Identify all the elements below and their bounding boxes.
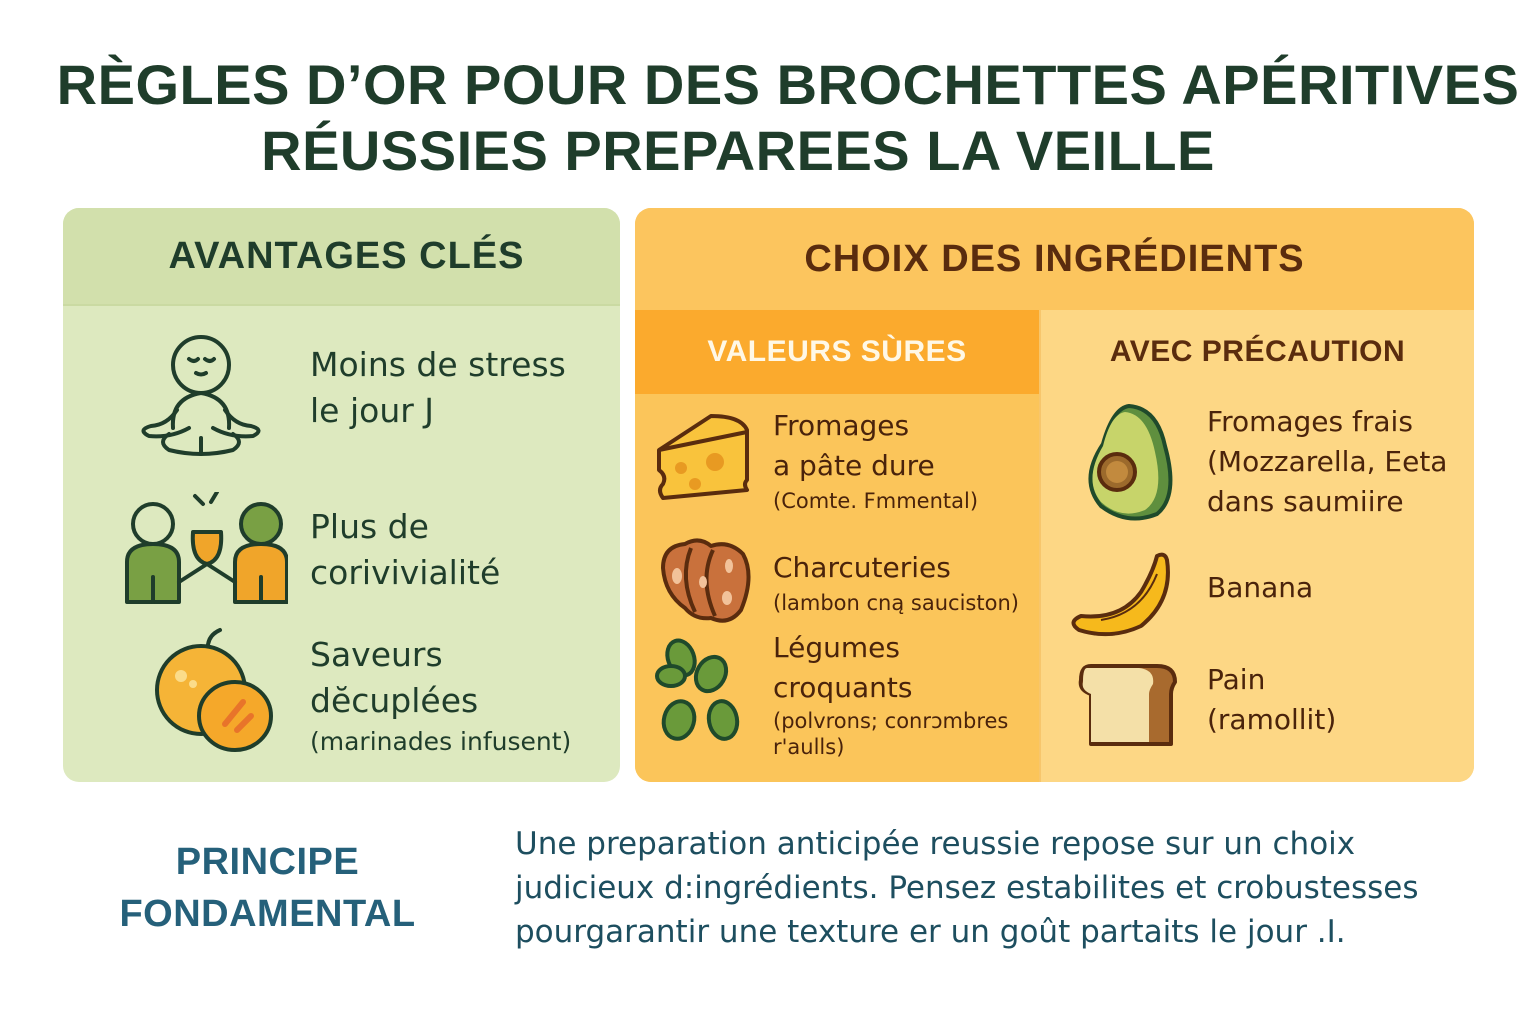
safe-column: VALEURS SÙRES Fromages a pâte dure (Comt… bbox=[635, 310, 1039, 782]
vegetables-icon bbox=[655, 638, 740, 741]
advantage-title-line: dĕcuplées bbox=[310, 681, 479, 720]
advantage-title-line: Plus de bbox=[310, 507, 429, 546]
ingredient-title-line: Pain bbox=[1207, 663, 1266, 696]
toast-friends-icon bbox=[125, 492, 288, 604]
principle-text-line: judicieux d:ingrédients. Pensez estabili… bbox=[515, 870, 1419, 906]
ingredient-title-line: (ramollit) bbox=[1207, 703, 1337, 736]
citrus-fruit-icon bbox=[155, 628, 273, 752]
caution-column: AVEC PRÉCAUTION Fromages frais (Mozzarel… bbox=[1039, 310, 1474, 782]
ingredient-title-line: Banana bbox=[1207, 571, 1314, 604]
ingredient-title-line: croquants bbox=[773, 671, 913, 704]
ingredient-title-line: Charcuteries bbox=[773, 551, 951, 584]
principle-label-line: FONDAMENTAL bbox=[119, 893, 416, 935]
ingredient-title-line: dans saumiire bbox=[1207, 485, 1404, 518]
ingredient-title-line: a pâte dure bbox=[773, 449, 935, 482]
advantages-heading: AVANTAGES CLÉS bbox=[63, 208, 620, 306]
ingredient-examples: r'aulls) bbox=[773, 735, 845, 759]
advantage-title-line: Moins de stress bbox=[310, 345, 566, 384]
advantage-title-line: le jour J bbox=[310, 391, 435, 430]
ingredients-heading: CHOIX DES INGRÉDIENTS bbox=[635, 208, 1474, 310]
safe-heading: VALEURS SÙRES bbox=[635, 310, 1039, 394]
ingredients-panel: CHOIX DES INGRÉDIENTS VALEURS SÙRES From… bbox=[635, 208, 1474, 782]
ingredient-examples: (polvrons; conrɔmbres bbox=[773, 709, 1009, 733]
advantages-panel: AVANTAGES CLÉS Moins de stress le jour J bbox=[63, 208, 620, 782]
title-line-2: RÉUSSIES PREPAREES LA VEILLE bbox=[261, 119, 1215, 182]
ingredient-title-line: Légumes bbox=[773, 631, 900, 664]
ingredient-examples: (Comte. Fmmental) bbox=[773, 489, 979, 513]
page-title: RÈGLES D’OR POUR DES BROCHETTES APÉRITIV… bbox=[0, 52, 1536, 184]
charcuterie-icon bbox=[661, 538, 751, 623]
principle-text: Une preparation anticipée reussie repose… bbox=[515, 822, 1475, 954]
cheese-icon bbox=[657, 414, 749, 500]
caution-heading: AVEC PRÉCAUTION bbox=[1109, 335, 1406, 368]
banana-icon bbox=[1071, 552, 1170, 637]
advantage-title-line: Saveurs bbox=[310, 635, 443, 674]
meditation-icon bbox=[141, 335, 261, 456]
title-line-1: RÈGLES D’OR POUR DES BROCHETTES APÉRITIV… bbox=[56, 53, 1520, 116]
ingredient-examples: (lambon cną sauciston) bbox=[773, 591, 1019, 615]
ingredient-title-line: Fromages bbox=[773, 409, 910, 442]
principle-label: PRINCIPE FONDAMENTAL bbox=[100, 836, 435, 940]
principle-text-line: Une preparation anticipée reussie repose… bbox=[515, 826, 1356, 862]
advantage-subtitle: (marinades infusent) bbox=[310, 727, 572, 756]
bread-icon bbox=[1078, 664, 1177, 746]
avocado-icon bbox=[1088, 403, 1173, 521]
advantage-title-line: corivivialité bbox=[310, 553, 501, 592]
principle-text-line: pourgarantir une texture er un goût part… bbox=[515, 914, 1346, 950]
ingredient-title-line: Fromages frais bbox=[1207, 405, 1413, 438]
ingredient-title-line: (Mozzarella, Eeta bbox=[1207, 445, 1448, 478]
principle-label-line: PRINCIPE bbox=[175, 841, 360, 883]
